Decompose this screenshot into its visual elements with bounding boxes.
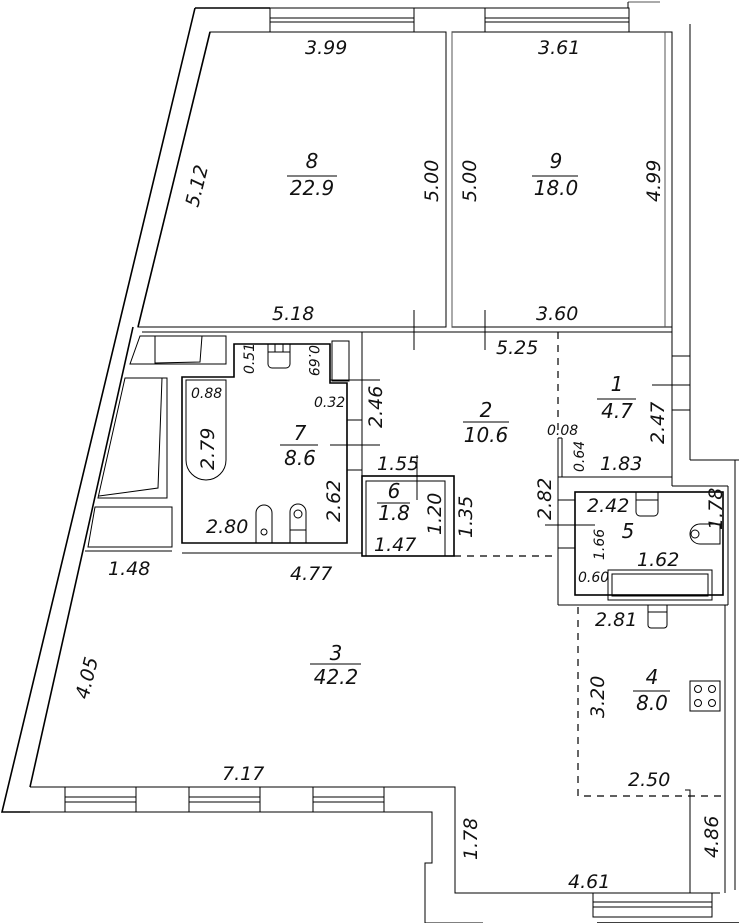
room-9-area: 18.0	[534, 176, 579, 200]
room-6-area: 1.8	[378, 501, 410, 525]
stove-icon	[689, 680, 721, 712]
dim-r8-bottom: 5.18	[272, 303, 314, 325]
room-1-area: 4.7	[601, 399, 633, 423]
room-6-number: 6	[388, 479, 401, 503]
dim-r3-bottom: 7.17	[222, 763, 264, 785]
dim-bath-length: 2.79	[197, 428, 219, 470]
dim-r3-top: 4.77	[290, 563, 332, 585]
dim-r4-outer: 4.61	[568, 871, 610, 893]
dim-r1-left: 0.64	[572, 441, 588, 472]
dim-r2-mid: 1.55	[377, 453, 419, 475]
room-7-outline	[181, 343, 348, 544]
room-3-number: 3	[330, 641, 343, 665]
dim-r1-right: 2.47	[647, 402, 669, 444]
dim-r2-top: 5.25	[496, 337, 538, 359]
dim-r3-left: 4.05	[72, 655, 104, 701]
dim-r4-top: 2.81	[595, 609, 637, 631]
dim-r5-right: 1.78	[705, 488, 727, 530]
dim-r7-bottom: 2.80	[206, 516, 248, 538]
dim-r2-small: 0.08	[547, 423, 578, 439]
room-3-area: 42.2	[314, 665, 359, 689]
dim-r6-right: 1.20	[424, 493, 446, 535]
dim-r7-right: 2.62	[323, 480, 345, 522]
toilet-icon	[267, 343, 291, 369]
washing-machine-icon	[607, 569, 713, 601]
room-9-number: 9	[550, 149, 563, 173]
toilet-icon-2	[289, 503, 307, 543]
room-2-number: 2	[480, 398, 493, 422]
room-8-area: 22.9	[290, 176, 335, 200]
dim-r6-bottom: 1.47	[374, 534, 416, 556]
dim-r7-notch: 0.69	[305, 345, 321, 376]
dim-r5-left: 1.66	[592, 529, 608, 560]
dim-r5-mid: 1.62	[637, 549, 679, 571]
dim-r5-top: 2.42	[587, 495, 629, 517]
sink-icon-4	[647, 604, 668, 629]
sink-icon	[635, 491, 659, 517]
dim-r4-right: 4.86	[701, 816, 723, 858]
dim-r8-left: 5.12	[182, 163, 214, 209]
room-7-number: 7	[294, 421, 307, 445]
dim-r4-bottom: 2.50	[628, 769, 670, 791]
windows	[64, 7, 713, 918]
dim-r7-notch2: 0.32	[314, 395, 345, 411]
dim-r9-right: 4.99	[643, 160, 665, 202]
dim-r6-outer: 1.35	[455, 496, 477, 538]
toilet-icon-5	[689, 523, 721, 545]
room-labels: 8 22.9 9 18.0 2 10.6 1 4.7 7 8.6 6 1.8 5…	[280, 149, 670, 715]
bidet-icon	[255, 504, 273, 543]
dim-r9-left: 5.00	[459, 160, 481, 202]
bathtub-icon	[185, 379, 227, 481]
room-2-area: 10.6	[464, 423, 509, 447]
dim-r3-step: 1.78	[460, 818, 482, 860]
dim-r8-right: 5.00	[421, 160, 443, 202]
dim-r7-top: 0.51	[242, 343, 258, 374]
dim-r5-small: 0.60	[578, 570, 609, 586]
room-4-area: 8.0	[636, 691, 668, 715]
dim-r3-top-left: 1.48	[108, 558, 150, 580]
room-1-number: 1	[611, 372, 624, 396]
dim-r2-right: 2.82	[534, 478, 556, 520]
wardrobes	[85, 335, 227, 552]
dimension-labels: 3.99 5.12 5.00 5.18 3.61 5.00 4.99 3.60 …	[72, 37, 727, 893]
room-7-area: 8.6	[284, 446, 316, 470]
dim-r4-left: 3.20	[587, 676, 609, 718]
appliance-icon	[331, 340, 350, 382]
dim-r9-top: 3.61	[538, 37, 580, 59]
dim-r8-top: 3.99	[305, 37, 347, 59]
room-4-number: 4	[646, 665, 659, 689]
room-8-number: 8	[306, 149, 319, 173]
dim-bath-width: 0.88	[191, 386, 222, 402]
dim-r1-bottom: 1.83	[600, 453, 642, 475]
room-5-number: 5	[622, 519, 635, 543]
dim-r2-left: 2.46	[365, 386, 387, 428]
dim-r9-bottom: 3.60	[536, 303, 578, 325]
